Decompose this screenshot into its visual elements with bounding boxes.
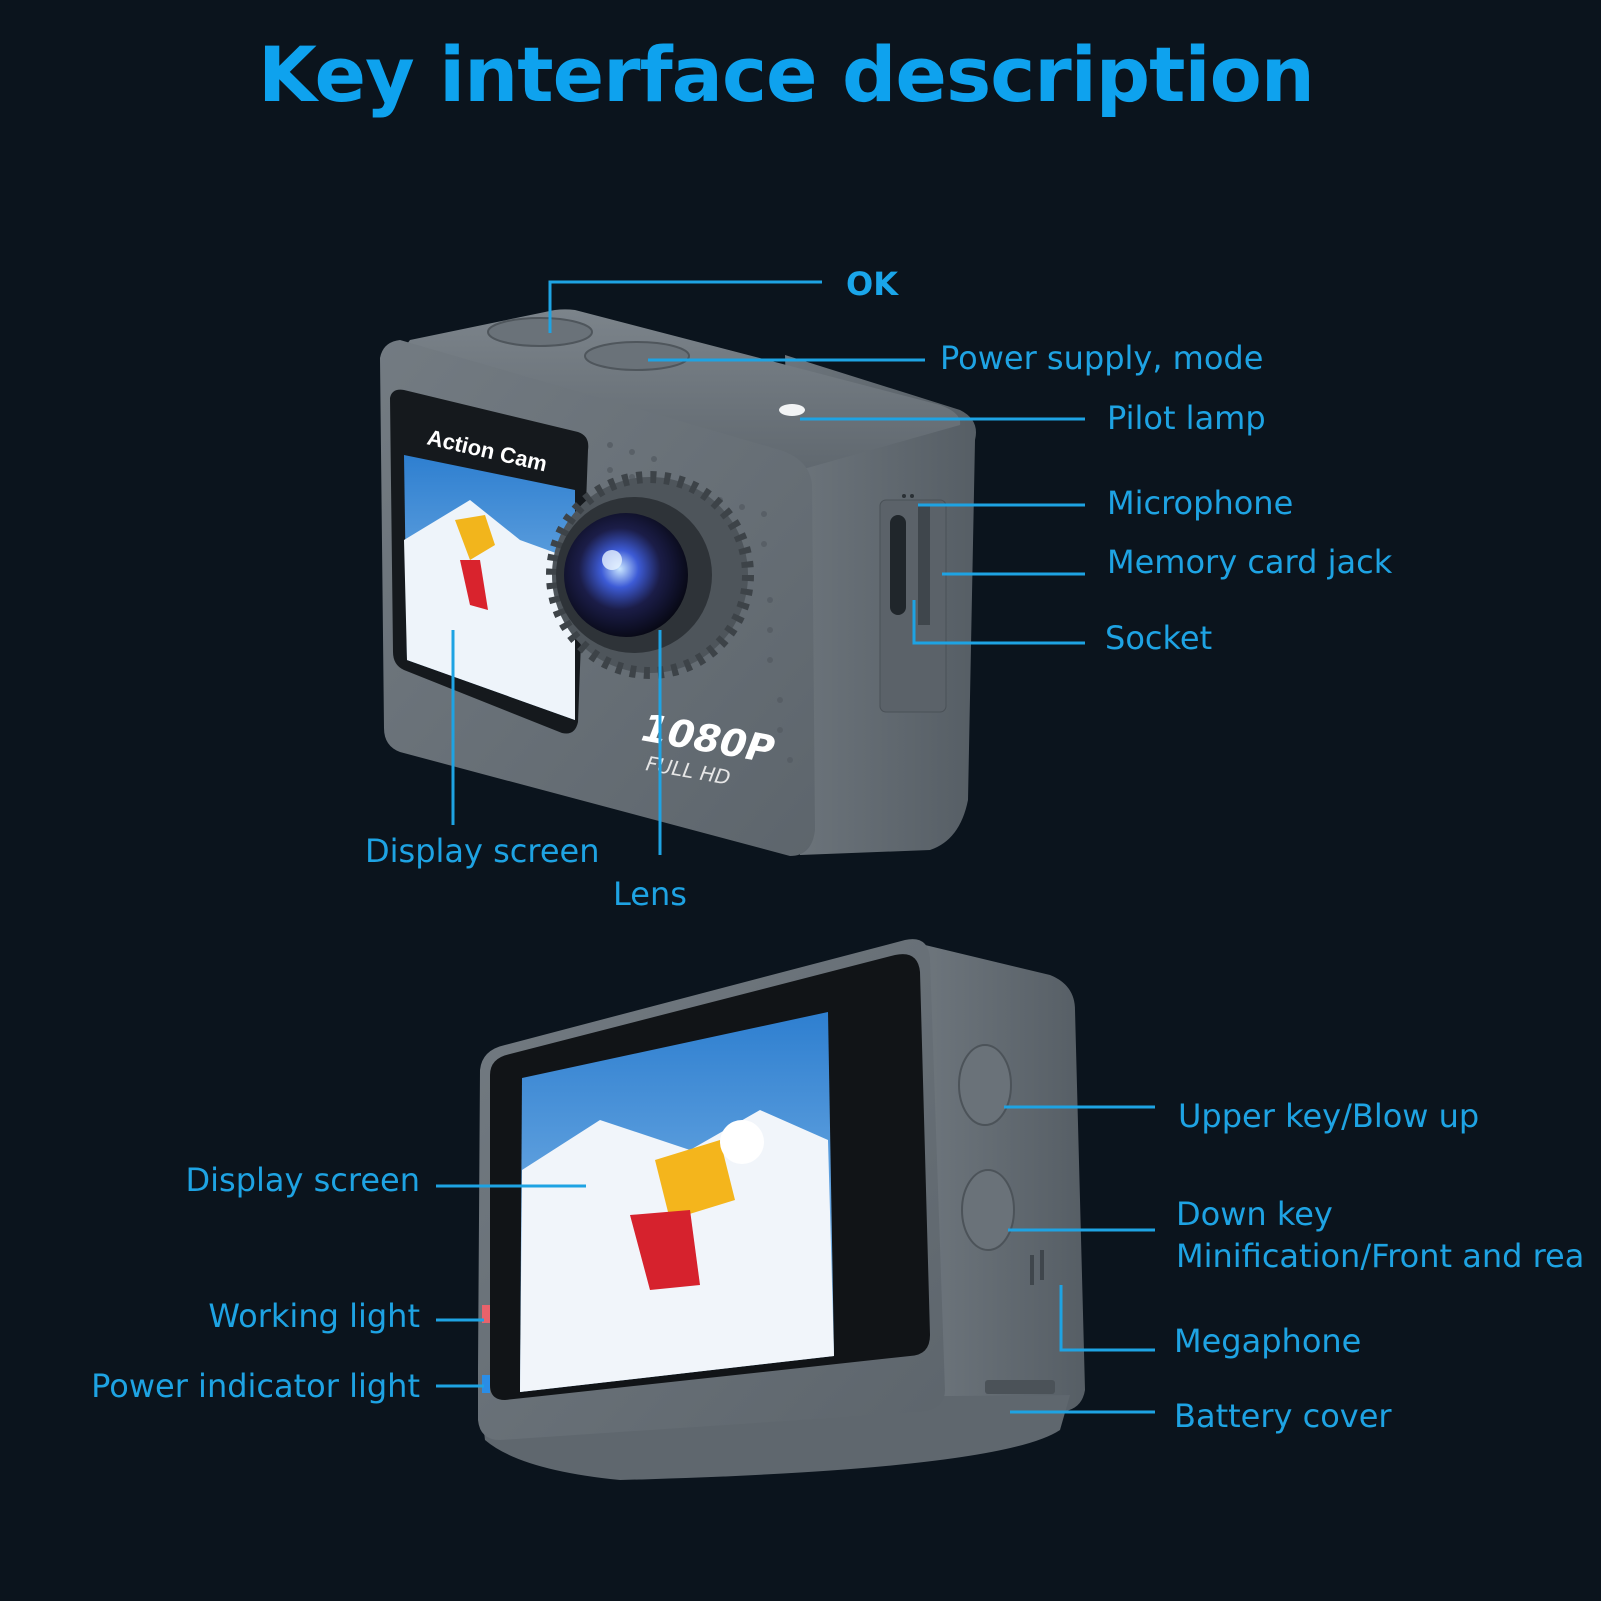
speaker-grille: [1030, 1255, 1034, 1285]
label-down-key: Down key: [1176, 1195, 1333, 1233]
ok-button[interactable]: [487, 317, 593, 347]
label-power-supply-mode: Power supply, mode: [940, 339, 1264, 377]
power-mode-button[interactable]: [584, 341, 690, 371]
memory-card-slot: [918, 505, 930, 625]
label-upper-key: Upper key/Blow up: [1178, 1097, 1480, 1135]
leader-lines: [436, 280, 1155, 1414]
working-light: [482, 1305, 490, 1323]
front-camera-top: [395, 309, 961, 470]
label-minification: Minification/Front and rea: [1176, 1237, 1585, 1275]
pilot-lamp: [779, 404, 805, 416]
down-key-button[interactable]: [961, 1169, 1015, 1251]
socket-leader: [912, 600, 1085, 645]
ok-leader: [548, 280, 822, 333]
label-power-indicator-light: Power indicator light: [91, 1367, 420, 1405]
label-memory-card-jack: Memory card jack: [1107, 543, 1393, 581]
label-lens: Lens: [613, 875, 687, 913]
label-microphone: Microphone: [1107, 484, 1294, 522]
power-indicator-light: [482, 1375, 490, 1393]
label-back-display-screen: Display screen: [185, 1161, 421, 1199]
page-title: Key interface description: [258, 30, 1315, 119]
label-socket: Socket: [1105, 619, 1213, 657]
label-working-light: Working light: [208, 1297, 420, 1335]
label-ok: OK: [846, 265, 898, 303]
battery-latch: [985, 1380, 1055, 1394]
label-battery-cover: Battery cover: [1174, 1397, 1392, 1435]
megaphone-leader: [1059, 1285, 1155, 1352]
label-pilot-lamp: Pilot lamp: [1107, 399, 1266, 437]
label-megaphone: Megaphone: [1174, 1322, 1362, 1360]
upper-key-button[interactable]: [958, 1044, 1012, 1126]
front-camera: Action Cam 1080P FULL HD: [380, 309, 976, 856]
lens-glass: [564, 513, 688, 637]
back-camera: [478, 939, 1085, 1480]
label-front-display-screen: Display screen: [365, 832, 600, 870]
usb-c-port: [890, 515, 906, 615]
